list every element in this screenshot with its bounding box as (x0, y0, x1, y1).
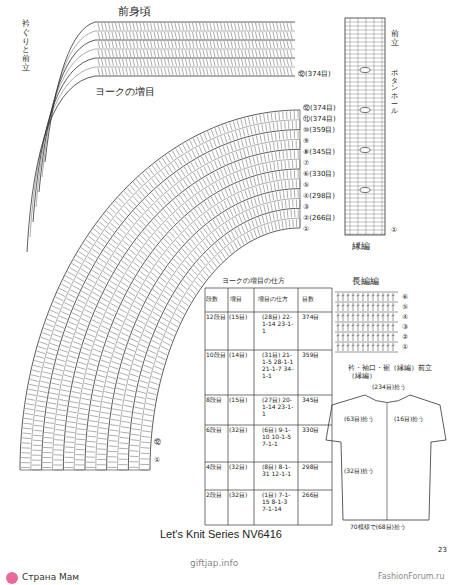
chart-label: ① (303, 225, 309, 233)
chart-label: FashionForum.ru (378, 572, 444, 581)
chart-label: (6目) 9-1-10 10-1-5 7-1-1 (262, 427, 294, 448)
chart-label: ① (391, 226, 397, 234)
chart-label: ヨークの増目 (95, 86, 155, 98)
chart-label: (63目)拾う (344, 416, 374, 423)
chart-label: giftjap.info (190, 558, 238, 568)
chart-label: Страна Мам (22, 572, 79, 582)
chart-label: 長編編 (352, 276, 379, 286)
chart-label: (15目) (229, 397, 247, 404)
chart-label: 359目 (302, 352, 319, 359)
chart-label: ボタンホール (391, 70, 398, 116)
chart-label: 266目 (302, 492, 319, 499)
chart-label: (234目)拾う (372, 384, 406, 391)
chart-label: ヨークの増目の仕方 (222, 277, 285, 285)
chart-label: (32目) (229, 427, 247, 434)
chart-label: 増目 (230, 296, 242, 303)
chart-label: ⑪(374目) (303, 115, 336, 123)
chart-label: 374目 (302, 314, 319, 321)
chart-label: ⑫ (154, 438, 161, 446)
chart-label: ⑧(345目) (303, 148, 335, 156)
chart-label: (15目) (229, 314, 247, 321)
chart-label: 12段目 (206, 314, 226, 321)
chart-label: 6段目 (206, 427, 222, 434)
chart-label: 前立 (391, 30, 399, 48)
chart-label: ③ (402, 323, 408, 331)
chart-label: (32目)拾う (344, 468, 374, 475)
chart-label: 4段目 (206, 464, 222, 471)
chart-label: 345目 (302, 397, 319, 404)
chart-label: (31目) 21-1-5 28-1-1 21-1-7 34-1-1 (262, 352, 294, 380)
chart-label: 段数 (206, 296, 218, 303)
chart-label: 2段目 (206, 492, 222, 499)
chart-label: ②(266目) (303, 214, 335, 222)
chart-label: 330目 (302, 427, 319, 434)
chart-label: ⑫(374目) (303, 104, 336, 112)
chart-label: 衿・袖口・裾（縁編）前立（縁編） (348, 364, 444, 380)
chart-label: ⑥ (402, 293, 408, 301)
chart-label: ⑫(374目) (298, 70, 331, 78)
chart-label: ⑤ (402, 303, 408, 311)
chart-label: ③ (303, 203, 309, 211)
chart-label: 10段目 (206, 352, 226, 359)
chart-label: ⑨ (303, 137, 309, 145)
chart-label: ④(298目) (303, 192, 335, 200)
chart-label: 前身頃 (118, 6, 151, 19)
chart-label: ⑦ (303, 159, 309, 167)
chart-label: 70模様で(68目)拾う (350, 524, 406, 531)
chart-label: ④ (402, 313, 408, 321)
chart-label: (28目) 22-1-14 23-1-1 (262, 314, 294, 335)
watermark-logo (6, 572, 18, 584)
chart-label: (8目) 8-1-31 12-1-1 (262, 464, 294, 478)
chart-label: ① (402, 343, 408, 351)
chart-label: 298目 (302, 464, 319, 471)
chart-label: 目数 (302, 296, 314, 303)
chart-label: 縁編 (352, 241, 370, 251)
chart-label: (27目) 20-1-14 23-1-1 (262, 397, 294, 418)
chart-label: 増目の仕方 (258, 296, 288, 303)
chart-label: 8段目 (206, 397, 222, 404)
series-caption: Let's Knit Series NV6416 (160, 528, 282, 541)
chart-label: (1目) 7-1-15 8-1-3 7-1-14 (262, 492, 294, 513)
chart-label: (32目) (229, 464, 247, 471)
chart-label: ⑤ (303, 181, 309, 189)
chart-label: 衿ぐりと前立 (22, 20, 30, 73)
chart-label: 23 (438, 546, 447, 554)
chart-label: ② (402, 333, 408, 341)
chart-label: ① (154, 456, 160, 464)
chart-strokes (20, 18, 446, 525)
chart-label: ⑩(359目) (303, 126, 335, 134)
chart-label: (32目) (229, 492, 247, 499)
chart-label: ⑥(330目) (303, 170, 335, 178)
chart-label: (14目) (229, 352, 247, 359)
chart-label: (16目)拾う (394, 416, 424, 423)
